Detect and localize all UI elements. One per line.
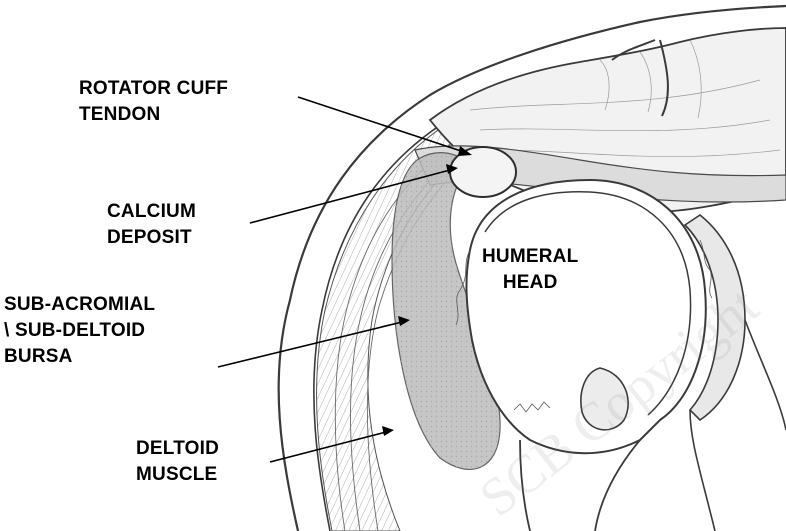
deltoid-label-line2: MUSCLE	[136, 462, 219, 488]
rotator-cuff-label: ROTATOR CUFF TENDON	[79, 76, 228, 128]
humeral-head-label-line1: HUMERAL	[482, 244, 578, 270]
calcium-deposit-label: CALCIUM DEPOSIT	[107, 199, 196, 251]
humeral-head-label: HUMERAL HEAD	[482, 244, 578, 296]
deltoid-label-line1: DELTOID	[136, 436, 219, 462]
bursa-label-line1: SUB-ACROMIAL	[4, 292, 155, 318]
deltoid-arrowhead	[382, 426, 394, 436]
rotator-cuff-label-line2: TENDON	[79, 102, 228, 128]
humeral-head-label-line2: HEAD	[482, 270, 578, 296]
calcium-deposit-label-line2: DEPOSIT	[107, 225, 196, 251]
bursa-label: SUB-ACROMIAL \ SUB-DELTOID BURSA	[4, 292, 155, 370]
bursa-label-line3: BURSA	[4, 344, 155, 370]
bursa-pointer	[218, 322, 402, 367]
rotator-cuff-label-line1: ROTATOR CUFF	[79, 76, 228, 102]
deltoid-label: DELTOID MUSCLE	[136, 436, 219, 488]
calcium-deposit-label-line1: CALCIUM	[107, 199, 196, 225]
bursa-label-line2: \ SUB-DELTOID	[4, 318, 155, 344]
